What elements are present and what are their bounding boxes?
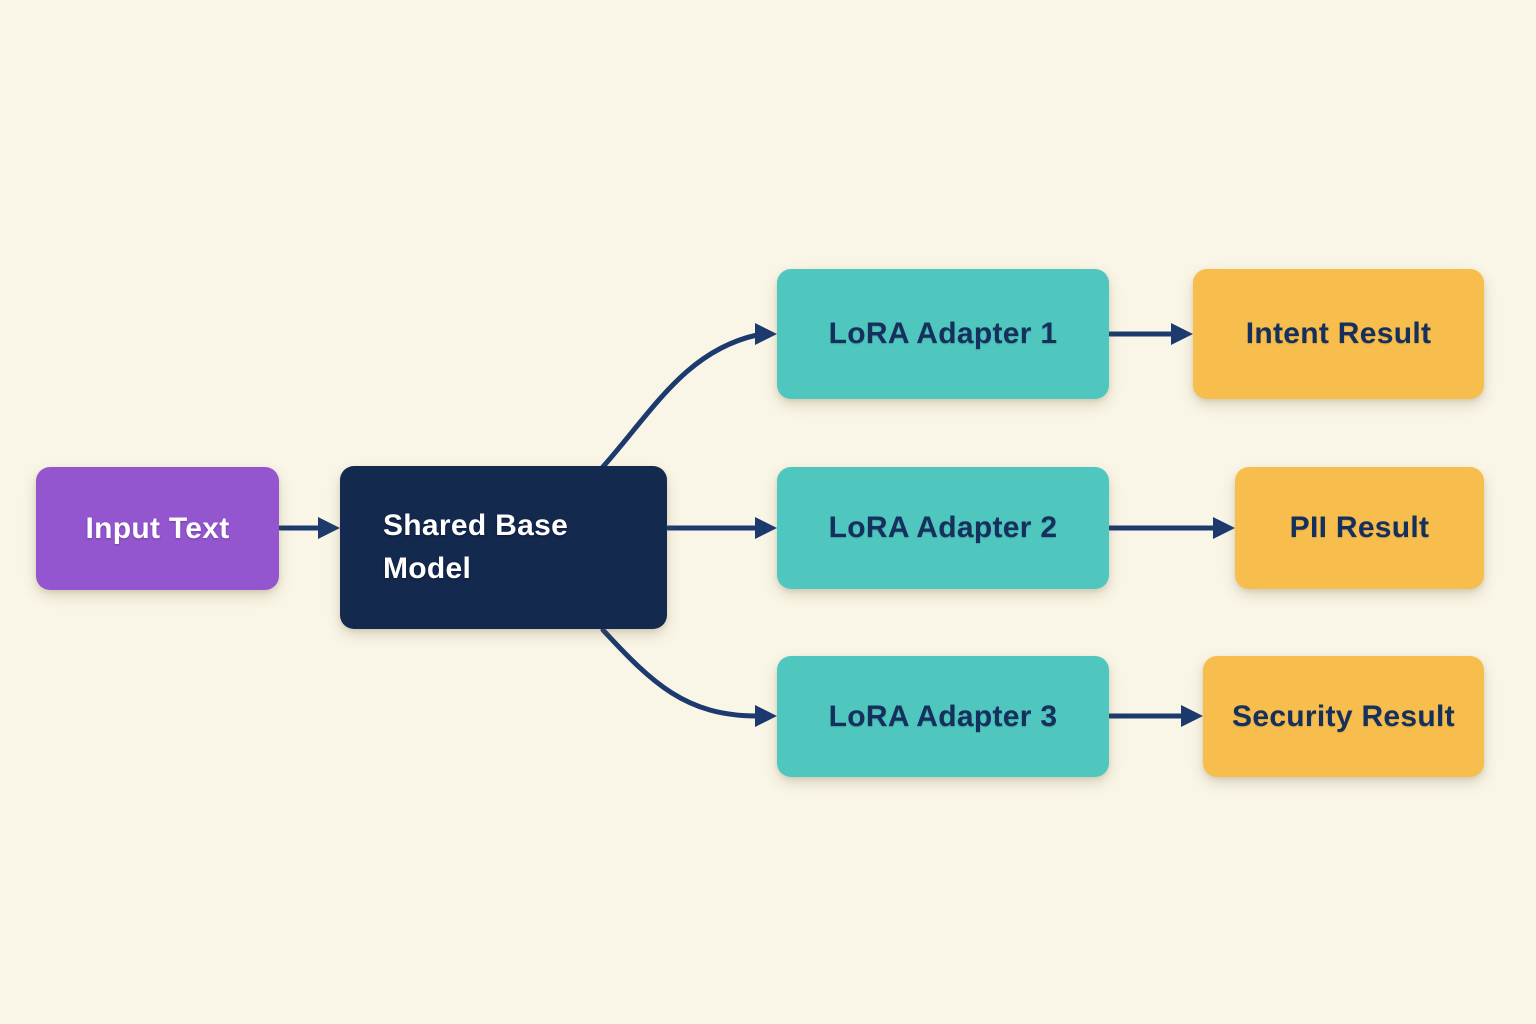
edge-base-to-lora3 (600, 627, 760, 719)
arrowhead-lora3-to-security (1181, 705, 1203, 727)
arrowhead-lora1-to-intent (1171, 323, 1193, 345)
arrowhead-lora2-to-pii (1213, 517, 1235, 539)
arrowhead-base-to-lora2 (755, 517, 777, 539)
node-security-result: Security Result (1203, 656, 1484, 777)
arrowhead-base-to-lora1 (755, 323, 777, 345)
edge-base-to-lora1 (598, 332, 760, 472)
node-intent-result: Intent Result (1193, 269, 1484, 399)
node-lora-adapter-2: LoRA Adapter 2 (777, 467, 1109, 589)
node-lora-adapter-3: LoRA Adapter 3 (777, 656, 1109, 777)
arrowhead-input-to-base (318, 517, 340, 539)
node-input-text: Input Text (36, 467, 279, 590)
node-shared-base-model: Shared Base Model (340, 466, 667, 629)
arrowhead-base-to-lora3 (755, 705, 777, 727)
node-lora-adapter-1: LoRA Adapter 1 (777, 269, 1109, 399)
node-pii-result: PII Result (1235, 467, 1484, 589)
